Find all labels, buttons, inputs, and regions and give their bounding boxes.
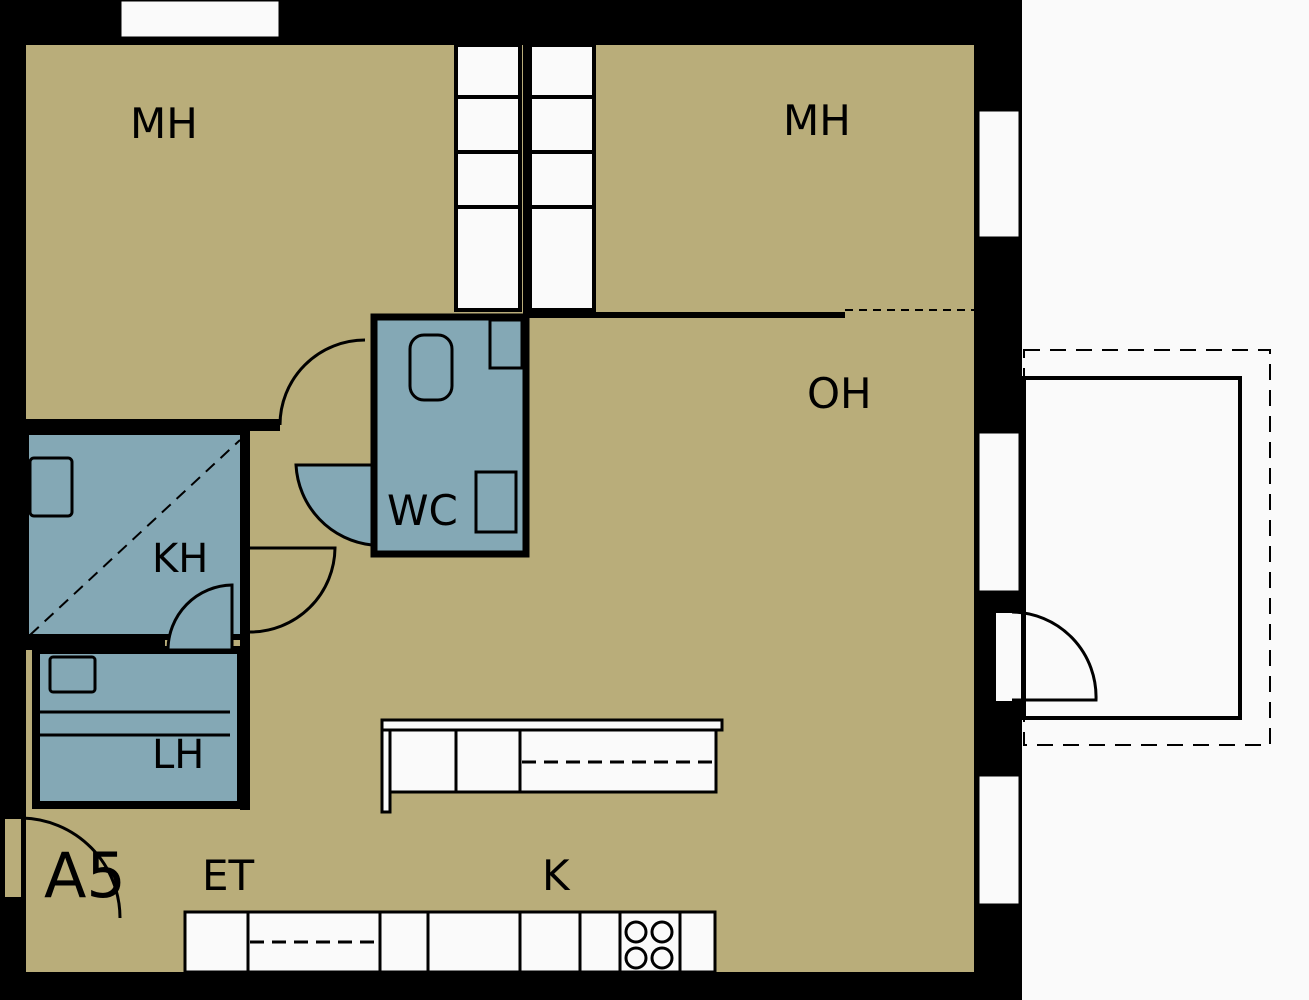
room-label-entrance: ET bbox=[202, 851, 255, 900]
toilet-icon bbox=[408, 333, 454, 402]
room-label-living-room: OH bbox=[807, 369, 872, 418]
cabinet-icon bbox=[488, 318, 524, 370]
balcony-railing bbox=[1022, 376, 1242, 720]
wc-door bbox=[294, 463, 374, 547]
windows-right bbox=[976, 108, 1022, 907]
room-label-wc: WC bbox=[387, 486, 458, 535]
shower-curtain-line bbox=[29, 439, 241, 636]
room-label-sauna: LH bbox=[152, 732, 204, 778]
balcony-door-swing bbox=[1011, 610, 1098, 702]
sink-icon bbox=[474, 470, 518, 534]
sauna-stove-icon bbox=[48, 655, 97, 694]
room-label-bedroom-2: MH bbox=[783, 96, 851, 145]
window-top bbox=[118, 0, 282, 40]
balcony-outline bbox=[1023, 349, 1271, 746]
kitchen-counter bbox=[183, 910, 717, 974]
washing-machine-icon bbox=[28, 456, 74, 518]
room-label-bedroom-1: MH bbox=[130, 99, 198, 148]
entrance-door-frame bbox=[3, 817, 23, 899]
wc-room bbox=[370, 313, 530, 558]
balcony-door-frame bbox=[994, 611, 1023, 703]
room-label-kitchen: K bbox=[542, 851, 571, 900]
room-label-bathroom: KH bbox=[152, 536, 208, 582]
sauna-room bbox=[32, 646, 245, 809]
kitchen-island bbox=[380, 718, 724, 814]
sauna-door bbox=[166, 583, 234, 652]
apartment-code: A5 bbox=[44, 839, 126, 912]
bathroom-door bbox=[249, 546, 337, 634]
entrance-door-swing bbox=[21, 816, 122, 919]
wardrobes bbox=[454, 43, 596, 312]
interior-walls bbox=[26, 45, 974, 431]
bedroom-door bbox=[278, 338, 366, 426]
